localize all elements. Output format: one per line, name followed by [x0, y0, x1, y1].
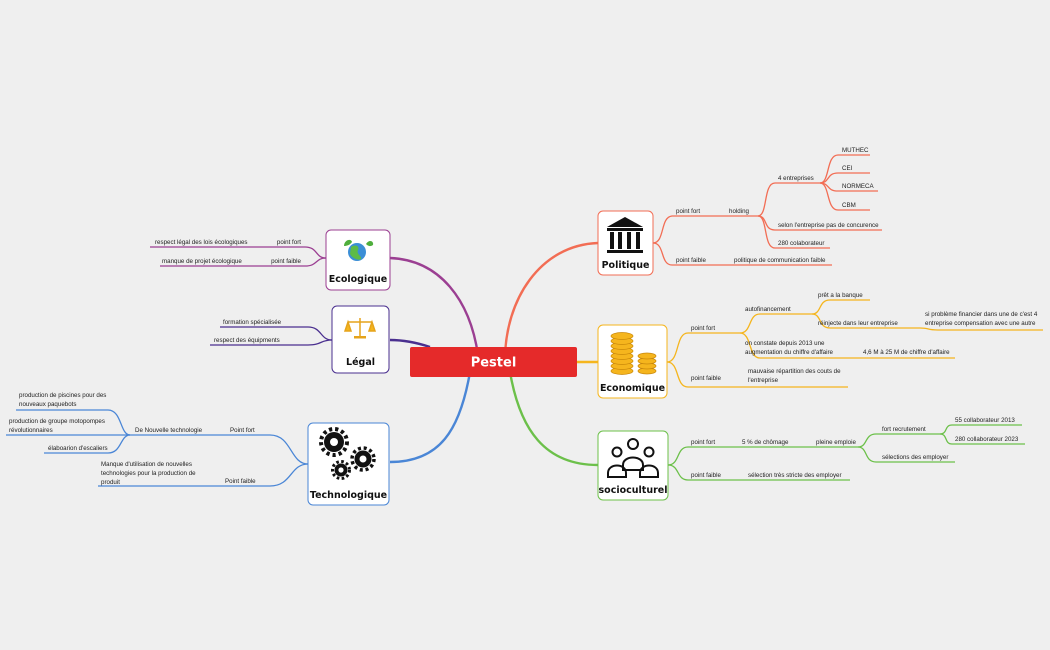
- branch-ecologique: [389, 256, 480, 356]
- node-label-legal: Légal: [346, 357, 375, 368]
- soc-2023: 280 collaborateur 2023: [955, 436, 1019, 443]
- branch-socio: [508, 371, 599, 467]
- pol-collab: 280 colaborateur: [778, 240, 824, 247]
- politique-texts: point fort holding 4 entreprises MUTHEC …: [676, 147, 879, 264]
- tech-manque-2: technologies pour la production de: [101, 470, 196, 477]
- node-label-ecologique: Ecologique: [329, 274, 388, 285]
- tech-escaliers: élaboarion d'escaliers: [48, 445, 108, 452]
- pol-point-faible: point faible: [676, 257, 706, 264]
- pol-company-2: NORMECA: [842, 183, 874, 190]
- tech-nouvelle: De Nouvelle technologie: [135, 427, 203, 434]
- tech-groupe-2: révolutionnaires: [9, 427, 53, 434]
- eco-point-fort: point fort: [691, 325, 715, 332]
- soc-point-fort: point fort: [691, 439, 715, 446]
- eco-globe-icon: [344, 239, 374, 261]
- techno-branches: [6, 409, 309, 487]
- soc-fort-recr: fort recrutement: [882, 426, 926, 433]
- socio-texts: point fort 5 % de chômage pleine emploie…: [691, 417, 1019, 479]
- eco-si-probleme-2: entreprise compensation avec une autre: [925, 320, 1036, 327]
- node-label-economique: Economique: [600, 383, 665, 394]
- node-socio[interactable]: socioculturel: [597, 430, 669, 501]
- eco-constate-1: on constate depuis 2013 une: [745, 340, 825, 347]
- pol-selon: selon l'entreprise pas de concurence: [778, 222, 879, 229]
- eco-reinjecte: réinjecte dans leur entreprise: [818, 320, 898, 327]
- soc-selection-stricte: sélection très stricte des employer: [748, 472, 842, 479]
- node-techno[interactable]: Technologique: [307, 422, 390, 506]
- ecol-point-faible: point faible: [271, 258, 301, 265]
- soc-point-faible: point faible: [691, 472, 721, 479]
- main-branches: [389, 241, 599, 467]
- pol-4-entreprises: 4 entreprises: [778, 175, 814, 182]
- center-label: Pestel: [471, 356, 517, 371]
- eco-mauvaise-1: mauvaise répartition des couts de: [748, 368, 841, 375]
- center-node[interactable]: Pestel: [410, 347, 577, 377]
- tech-piscines-2: nouveaux paquebots: [19, 401, 76, 408]
- ecologique-texts: point fort respect légal des lois écolog…: [155, 239, 302, 265]
- eco-point-faible: point faible: [691, 375, 721, 382]
- node-politique[interactable]: Politique: [597, 210, 654, 276]
- pol-point-fort: point fort: [676, 208, 700, 215]
- tech-manque-3: produit: [101, 479, 120, 486]
- legal-respect: respect des équipments: [214, 337, 280, 344]
- pol-holding: holding: [729, 208, 750, 215]
- soc-selections: sélections des employer: [882, 454, 948, 461]
- tech-groupe-1: production de groupe motopompes: [9, 418, 105, 425]
- node-label-socio: socioculturel: [599, 485, 668, 496]
- eco-mauvaise-2: l'entreprise: [748, 377, 779, 384]
- tech-manque-1: Manque d'utilisation de nouvelles: [101, 461, 192, 468]
- eco-ca: 4,6 M à 25 M de chiffre d'affaire: [863, 349, 950, 356]
- eco-pret: prêt a la banque: [818, 292, 863, 299]
- pol-company-0: MUTHEC: [842, 147, 869, 154]
- branch-politique: [503, 241, 599, 361]
- people-icon: [607, 438, 659, 478]
- eco-constate-2: augmentation du chiffre d'affaire: [745, 349, 834, 356]
- node-label-techno: Technologique: [310, 490, 387, 501]
- tech-piscines-1: production de piscines pour des: [19, 392, 106, 399]
- legal-branches: [210, 326, 333, 346]
- eco-autofin: autofinancement: [745, 306, 791, 313]
- gears-icon: [319, 427, 376, 480]
- tech-point-fort: Point fort: [230, 427, 255, 434]
- soc-chomage: 5 % de chômage: [742, 439, 789, 446]
- scales-icon: [343, 318, 377, 339]
- ecol-respect: respect légal des lois écologiques: [155, 239, 248, 246]
- branch-legal: [389, 338, 431, 349]
- building-icon: [607, 217, 643, 253]
- socio-branches: [667, 424, 1025, 481]
- economique-branches: [666, 299, 1043, 388]
- legal-texts: formation spécialisée respect des équipm…: [214, 319, 282, 344]
- soc-2013: 55 collaborateur 2013: [955, 417, 1015, 424]
- soc-pleine: pleine emploie: [816, 439, 856, 446]
- economique-texts: point fort autofinancement prêt a la ban…: [691, 292, 1038, 384]
- ecol-manque: manque de projet écologique: [162, 258, 242, 265]
- tech-point-faible: Point faible: [225, 478, 256, 485]
- pol-politique-faible: politique de communication faible: [734, 257, 826, 264]
- node-label-politique: Politique: [602, 260, 650, 271]
- ecol-point-fort: point fort: [277, 239, 301, 246]
- eco-si-probleme-1: si problème financier dans une de c'est …: [925, 311, 1038, 318]
- coins-icon: [610, 332, 657, 375]
- node-ecologique[interactable]: Ecologique: [325, 229, 391, 291]
- pol-company-3: CBM: [842, 202, 856, 209]
- pol-company-1: CEI: [842, 165, 853, 172]
- legal-formation: formation spécialisée: [223, 319, 282, 326]
- node-legal[interactable]: Légal: [331, 305, 390, 374]
- node-economique[interactable]: Economique: [597, 324, 668, 399]
- techno-texts: Point fort De Nouvelle technologie produ…: [9, 392, 256, 486]
- politique-branches: [652, 154, 882, 266]
- ecologique-branches: [150, 246, 327, 267]
- branch-techno: [389, 371, 472, 464]
